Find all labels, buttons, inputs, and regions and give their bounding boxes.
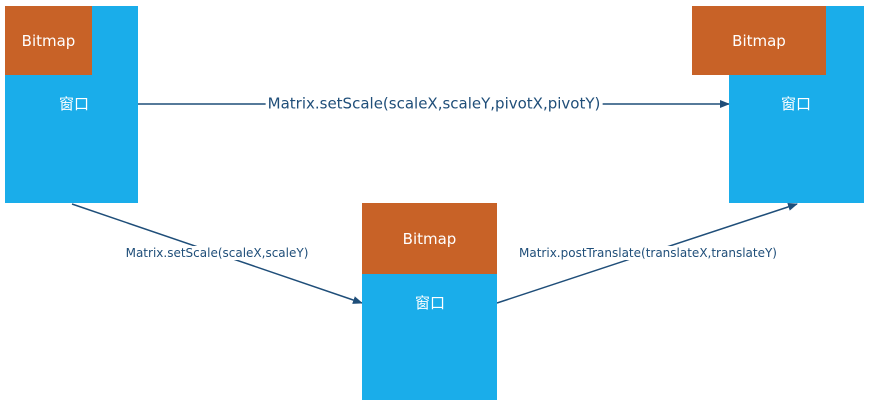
scaled-window-label: 窗口 <box>414 293 445 312</box>
scaled-bitmap <box>362 203 497 274</box>
edge-translate-step-label: Matrix.postTranslate(translateX,translat… <box>517 246 779 260</box>
original-bitmap-label: Bitmap <box>21 31 76 50</box>
scaled-bitmap-label: Bitmap <box>402 229 457 248</box>
edge-scale-step-label: Matrix.setScale(scaleX,scaleY) <box>123 246 311 260</box>
result-bitmap <box>692 6 826 75</box>
original-bitmap <box>5 6 92 75</box>
edge-direct-label: Matrix.setScale(scaleX,scaleY,pivotX,piv… <box>265 94 603 113</box>
result-window-label: 窗口 <box>780 94 811 113</box>
result-bitmap-label: Bitmap <box>732 31 786 50</box>
original-window-label: 窗口 <box>58 94 89 113</box>
